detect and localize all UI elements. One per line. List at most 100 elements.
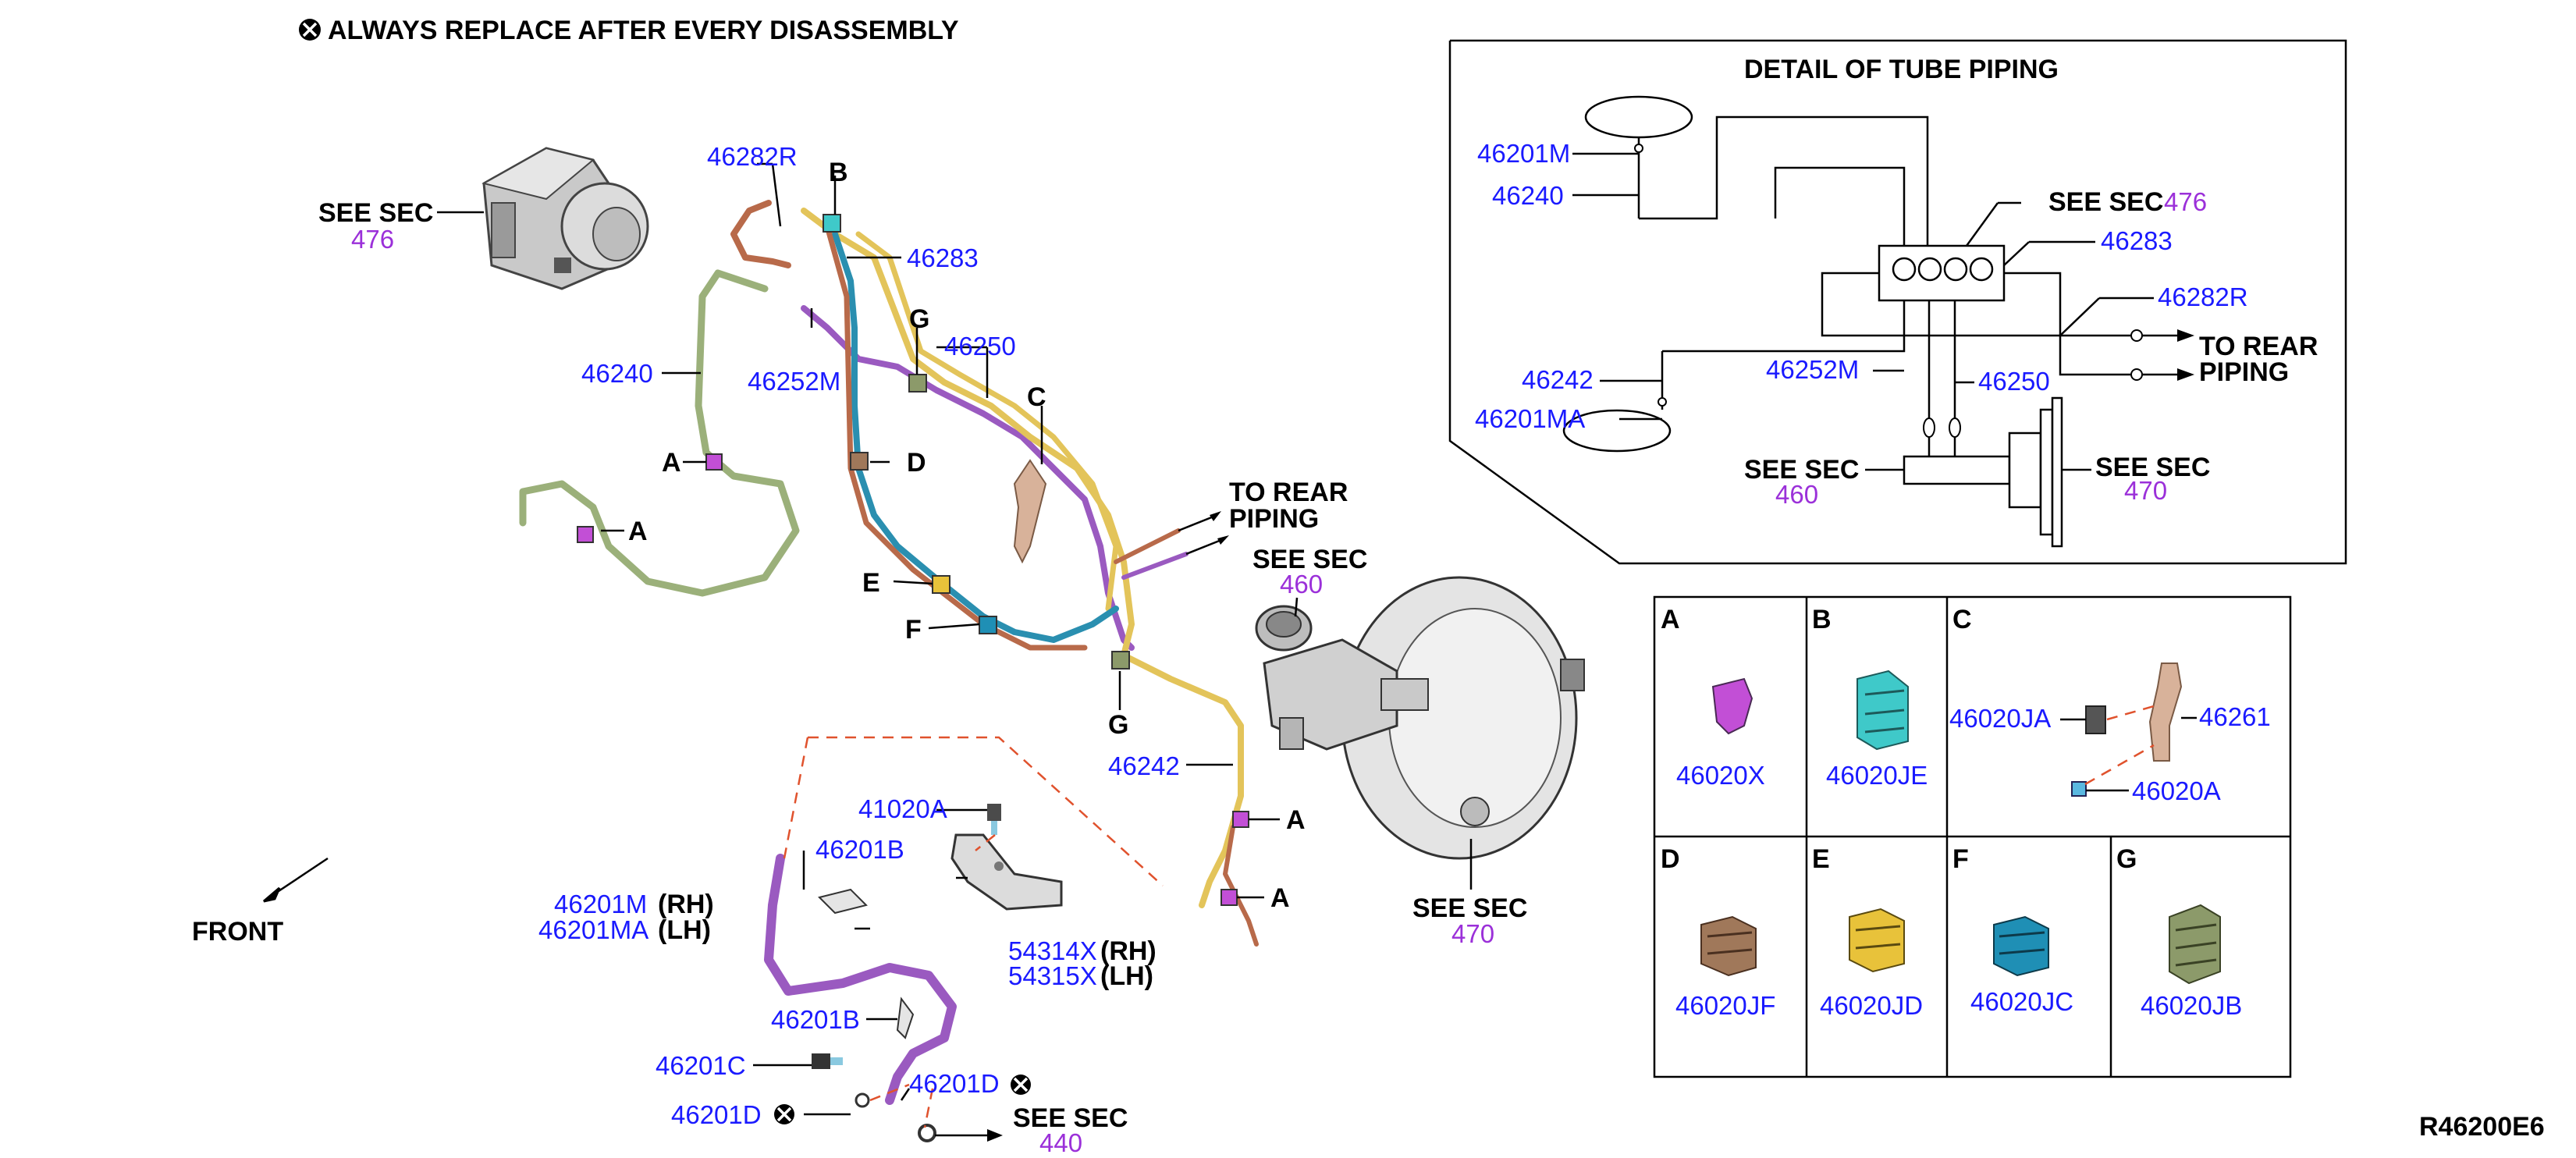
detail-label-46283[interactable]: 46283	[2101, 226, 2173, 255]
table-part-46020JA[interactable]: 46020JA	[1949, 704, 2051, 733]
see-sec-label-abs: SEE SEC	[318, 198, 433, 228]
clip-46020JE-icon	[1856, 670, 1909, 751]
label-46201B-upper[interactable]: 46201B	[815, 835, 904, 864]
front-arrow-icon	[263, 857, 329, 903]
label-46201C[interactable]: 46201C	[656, 1051, 746, 1080]
clip-letter-g-bottom: G	[1108, 710, 1128, 740]
section-ref-476-abs[interactable]: 476	[351, 225, 394, 254]
leader-lines	[601, 162, 1280, 899]
table-letter-a: A	[1661, 605, 1680, 634]
label-46201MA-lh: (LH)	[658, 915, 711, 945]
see-sec-label-master-cyl: SEE SEC	[1252, 545, 1367, 574]
label-54314X[interactable]: 54314X	[1008, 936, 1097, 965]
brake-tubes	[519, 200, 1259, 1105]
clip-letter-a-1: A	[662, 448, 681, 478]
see-sec-label-booster: SEE SEC	[1412, 893, 1527, 923]
tube-46250	[801, 208, 1135, 659]
bracket-54314X-illustration	[950, 833, 1063, 911]
see-sec-label-front-brake: SEE SEC	[1013, 1103, 1128, 1133]
detail-see-sec-label-460: SEE SEC	[1744, 455, 1859, 485]
section-ref-440-front-brake[interactable]: 440	[1039, 1128, 1082, 1157]
drawing-code: R46200E6	[2419, 1112, 2545, 1142]
clip-46020A-icon	[2071, 781, 2087, 797]
clip-letter-f: F	[905, 615, 922, 645]
table-part-46020JD[interactable]: 46020JD	[1820, 991, 1923, 1020]
clip-letter-b: B	[829, 158, 848, 187]
table-part-46020X[interactable]: 46020X	[1676, 761, 1765, 790]
detail-label-46250[interactable]: 46250	[1978, 367, 2050, 396]
label-46201M[interactable]: 46201M	[554, 890, 647, 918]
label-46201MA[interactable]: 46201MA	[538, 915, 648, 944]
clip-46020JA-icon	[2085, 705, 2106, 734]
brake-booster-illustration	[1255, 576, 1585, 860]
label-54315X-lh: (LH)	[1100, 961, 1153, 991]
brake-hose-46201M	[764, 854, 957, 1105]
table-part-46020JE[interactable]: 46020JE	[1826, 761, 1928, 790]
clip-letter-e: E	[862, 568, 880, 598]
clip-letter-a-2: A	[628, 517, 648, 546]
clip-46020JD-icon	[1849, 908, 1905, 973]
detail-to-rear-line1: TO REAR	[2199, 332, 2318, 361]
detail-section-ref-460[interactable]: 460	[1775, 480, 1818, 509]
tube-46240	[519, 269, 800, 597]
table-letter-b: B	[1812, 605, 1832, 634]
bolt-41020A-icon	[987, 804, 1001, 835]
table-part-46020JF[interactable]: 46020JF	[1675, 991, 1775, 1020]
detail-label-46240[interactable]: 46240	[1492, 181, 1564, 210]
clip-46201B-icon	[818, 888, 915, 1039]
detail-to-rear-line2: PIPING	[2199, 357, 2289, 387]
label-46201D-right[interactable]: 46201D	[909, 1069, 1000, 1098]
clip-46020X-icon	[1711, 677, 1753, 735]
hose-leaders	[753, 808, 987, 1116]
tube-46282R	[730, 200, 791, 268]
detail-section-ref-470[interactable]: 470	[2124, 476, 2167, 505]
replace-note-text: ALWAYS REPLACE AFTER EVERY DISASSEMBLY	[328, 16, 959, 45]
label-46242[interactable]: 46242	[1108, 751, 1180, 780]
clip-parts-table	[1653, 595, 2292, 1078]
clip-letter-c: C	[1027, 382, 1046, 412]
label-54314X-rh: (RH)	[1100, 936, 1157, 966]
abs-actuator-illustration	[481, 147, 649, 290]
detail-section-ref-476[interactable]: 476	[2164, 187, 2207, 216]
label-46250[interactable]: 46250	[944, 332, 1016, 361]
to-rear-piping-line1: TO REAR	[1229, 478, 1348, 507]
section-ref-470-booster[interactable]: 470	[1451, 919, 1494, 948]
label-46252M[interactable]: 46252M	[748, 367, 840, 396]
clip-letter-a-4: A	[1270, 883, 1290, 913]
detail-label-46201M[interactable]: 46201M	[1477, 139, 1570, 168]
table-part-46020JC[interactable]: 46020JC	[1970, 987, 2073, 1016]
tube-blue	[832, 231, 1119, 643]
table-letter-c: C	[1952, 605, 1972, 634]
detail-label-46282R[interactable]: 46282R	[2158, 282, 2248, 311]
clip-letter-a-3: A	[1286, 805, 1306, 835]
bolt-46201C-icon	[812, 1053, 843, 1069]
bracket-46261-icon	[2148, 662, 2183, 762]
label-46201M-rh: (RH)	[658, 890, 714, 919]
label-46283[interactable]: 46283	[907, 243, 979, 272]
clip-46020JC-icon	[1993, 915, 2049, 977]
front-label: FRONT	[192, 917, 283, 947]
label-46201D-left[interactable]: 46201D	[671, 1100, 762, 1129]
label-41020A[interactable]: 41020A	[858, 794, 947, 823]
label-54315X[interactable]: 54315X	[1008, 961, 1097, 990]
label-46201B-lower[interactable]: 46201B	[771, 1005, 860, 1034]
table-letter-f: F	[1952, 844, 1969, 874]
table-letter-e: E	[1812, 844, 1830, 874]
table-part-46261[interactable]: 46261	[2199, 702, 2271, 731]
label-46282R[interactable]: 46282R	[707, 142, 798, 171]
table-part-46020A[interactable]: 46020A	[2132, 776, 2221, 805]
detail-label-46252M[interactable]: 46252M	[1766, 355, 1859, 384]
detail-label-46242[interactable]: 46242	[1522, 365, 1594, 394]
detail-see-sec-label-470: SEE SEC	[2095, 453, 2210, 482]
clip-letter-d: D	[907, 448, 926, 478]
clip-46020JF-icon	[1700, 915, 1757, 977]
clip-46020JB-icon	[2169, 904, 2221, 985]
detail-label-46201MA[interactable]: 46201MA	[1475, 404, 1585, 433]
section-ref-460-master-cyl[interactable]: 460	[1280, 570, 1323, 599]
detail-title: DETAIL OF TUBE PIPING	[1744, 55, 2059, 84]
label-46240[interactable]: 46240	[581, 359, 653, 388]
detail-tube-piping-panel: DETAIL OF TUBE PIPING TO REAR PIPING	[1448, 39, 2347, 565]
replace-symbol-icon	[774, 1104, 794, 1124]
table-part-46020JB[interactable]: 46020JB	[2141, 991, 2242, 1020]
